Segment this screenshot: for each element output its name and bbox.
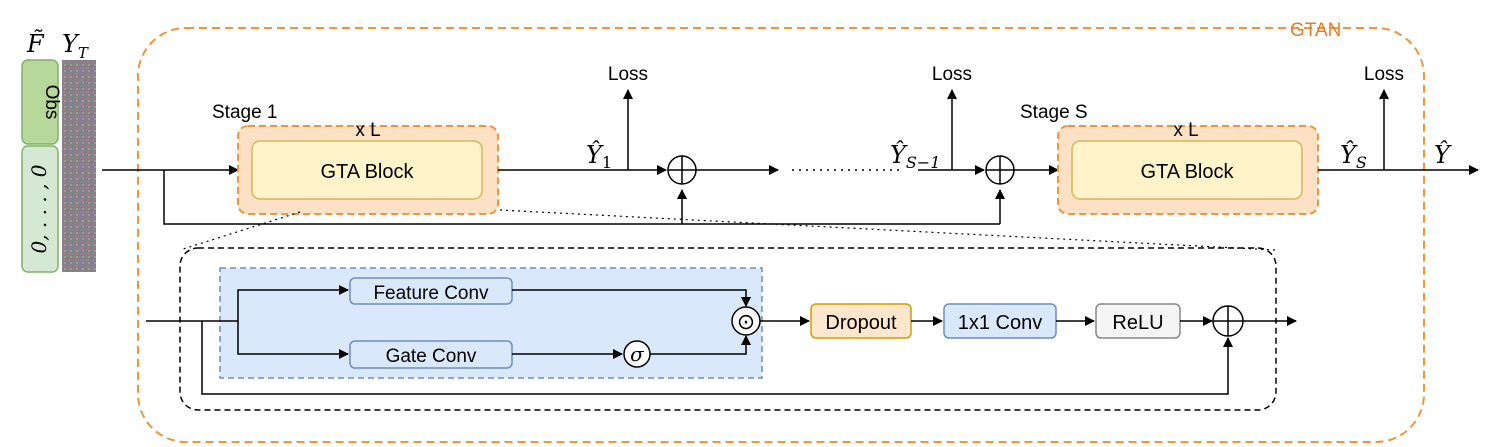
stageS-label: Stage S: [1020, 102, 1088, 123]
sum-node-2: [985, 155, 1015, 185]
zeros-box: [21, 145, 59, 273]
noise-yt: [62, 60, 96, 272]
conv1x1-label: 1x1 Conv: [958, 312, 1043, 334]
product-label: ⊙: [737, 309, 755, 334]
gate-conv-label: Gate Conv: [386, 346, 477, 367]
obs-box: [21, 59, 59, 145]
stage1-gta-label: GTA Block: [321, 161, 415, 183]
stage1-gta-block: [251, 140, 483, 200]
dropout-label: Dropout: [825, 312, 897, 334]
ys1-hat: ŶS−1: [890, 140, 940, 172]
feature-conv-label: Feature Conv: [373, 283, 489, 304]
stageS-repeat: x L: [1173, 120, 1198, 141]
relu-label: ReLU: [1112, 312, 1163, 334]
sum-node-1: [667, 155, 697, 185]
f-tilde-symbol: F̃: [26, 30, 45, 58]
sigma-label: σ: [630, 342, 645, 366]
obs-label: Obs: [41, 85, 62, 120]
loss-2: Loss: [932, 64, 972, 85]
gtan-title: GTAN: [1290, 20, 1341, 41]
feature-conv-box: [349, 277, 513, 305]
gtan-boundary: [137, 27, 1425, 443]
zeros-label: 0, . . . , 0: [27, 164, 51, 253]
y-hat-final: Ŷ: [1434, 140, 1452, 169]
y1-hat: Ŷ1: [586, 140, 612, 172]
stage1-label: Stage 1: [212, 102, 278, 123]
stageS-gta-label: GTA Block: [1141, 161, 1235, 183]
loss-1: Loss: [608, 64, 648, 85]
stageS-gta-block: [1071, 140, 1303, 200]
gta-block-detail: [179, 247, 1277, 411]
residual-sum-node: [1212, 305, 1244, 337]
y-t-symbol: YT: [62, 30, 89, 62]
ys-hat: ŶS: [1340, 140, 1367, 172]
loss-3: Loss: [1364, 64, 1404, 85]
stage1-repeat: x L: [355, 120, 380, 141]
